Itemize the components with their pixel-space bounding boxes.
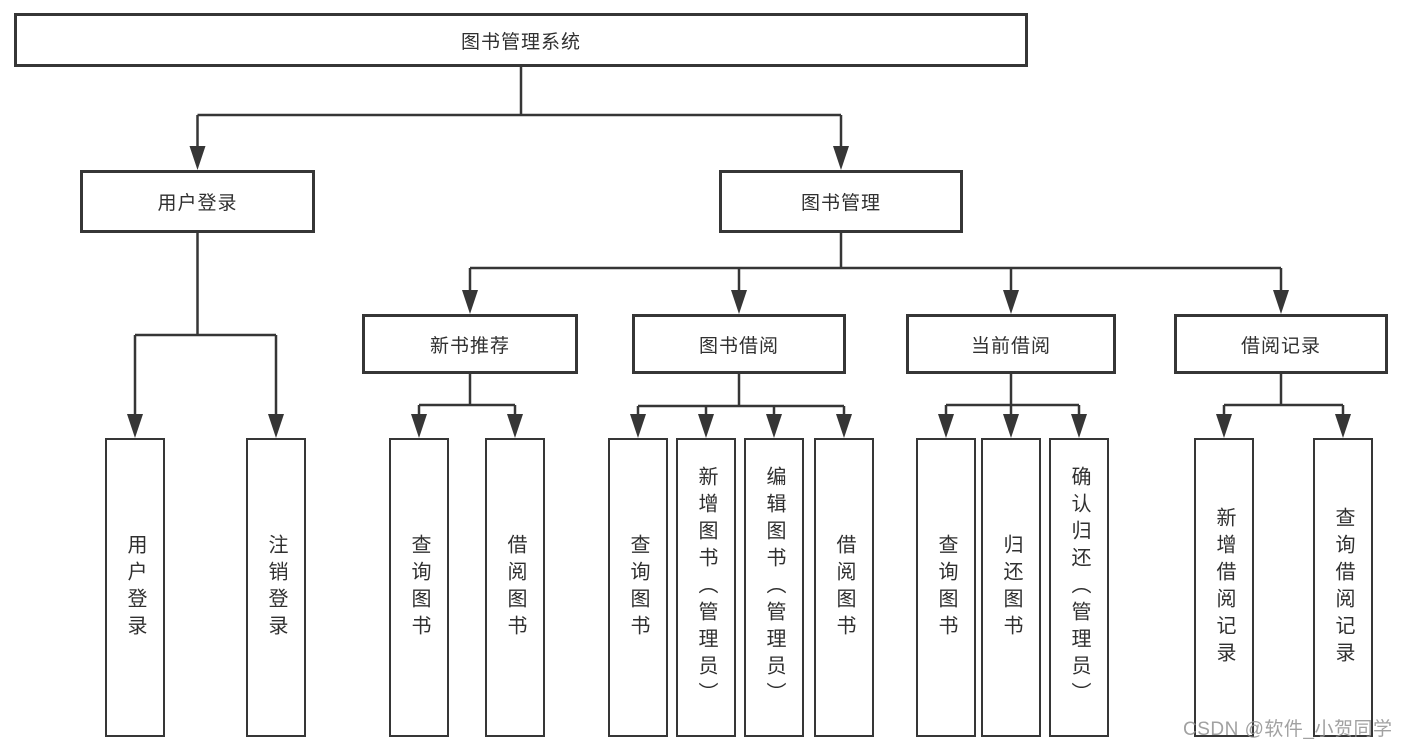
node-query-books-under-borrowing: 查询图书 bbox=[608, 438, 668, 737]
node-return-books: 归还图书 bbox=[981, 438, 1041, 737]
node-user-login: 用户登录 bbox=[80, 170, 315, 233]
node-borrowing-records: 借阅记录 bbox=[1174, 314, 1388, 374]
node-query-borrow-record: 查询借阅记录 bbox=[1313, 438, 1373, 737]
node-library-management-system: 图书管理系统 bbox=[14, 13, 1028, 67]
csdn-watermark: CSDN @软件_小贺同学 bbox=[1183, 719, 1393, 740]
node-query-books-under-current: 查询图书 bbox=[916, 438, 976, 737]
node-book-management: 图书管理 bbox=[719, 170, 963, 233]
node-add-borrow-record: 新增借阅记录 bbox=[1194, 438, 1254, 737]
node-book-borrowing: 图书借阅 bbox=[632, 314, 846, 374]
arrowhead-icons bbox=[127, 146, 1351, 438]
node-borrow-books-under-newbook: 借阅图书 bbox=[485, 438, 545, 737]
node-add-book-admin: 新增图书（管理员） bbox=[676, 438, 736, 737]
node-confirm-return-admin: 确认归还（管理员） bbox=[1049, 438, 1109, 737]
node-new-book-recommendation: 新书推荐 bbox=[362, 314, 578, 374]
node-borrow-books-leaf: 借阅图书 bbox=[814, 438, 874, 737]
node-user-login-leaf: 用户登录 bbox=[105, 438, 165, 737]
node-current-borrowing: 当前借阅 bbox=[906, 314, 1116, 374]
node-logout-leaf: 注销登录 bbox=[246, 438, 306, 737]
node-query-books-under-newbook: 查询图书 bbox=[389, 438, 449, 737]
node-edit-book-admin: 编辑图书（管理员） bbox=[744, 438, 804, 737]
